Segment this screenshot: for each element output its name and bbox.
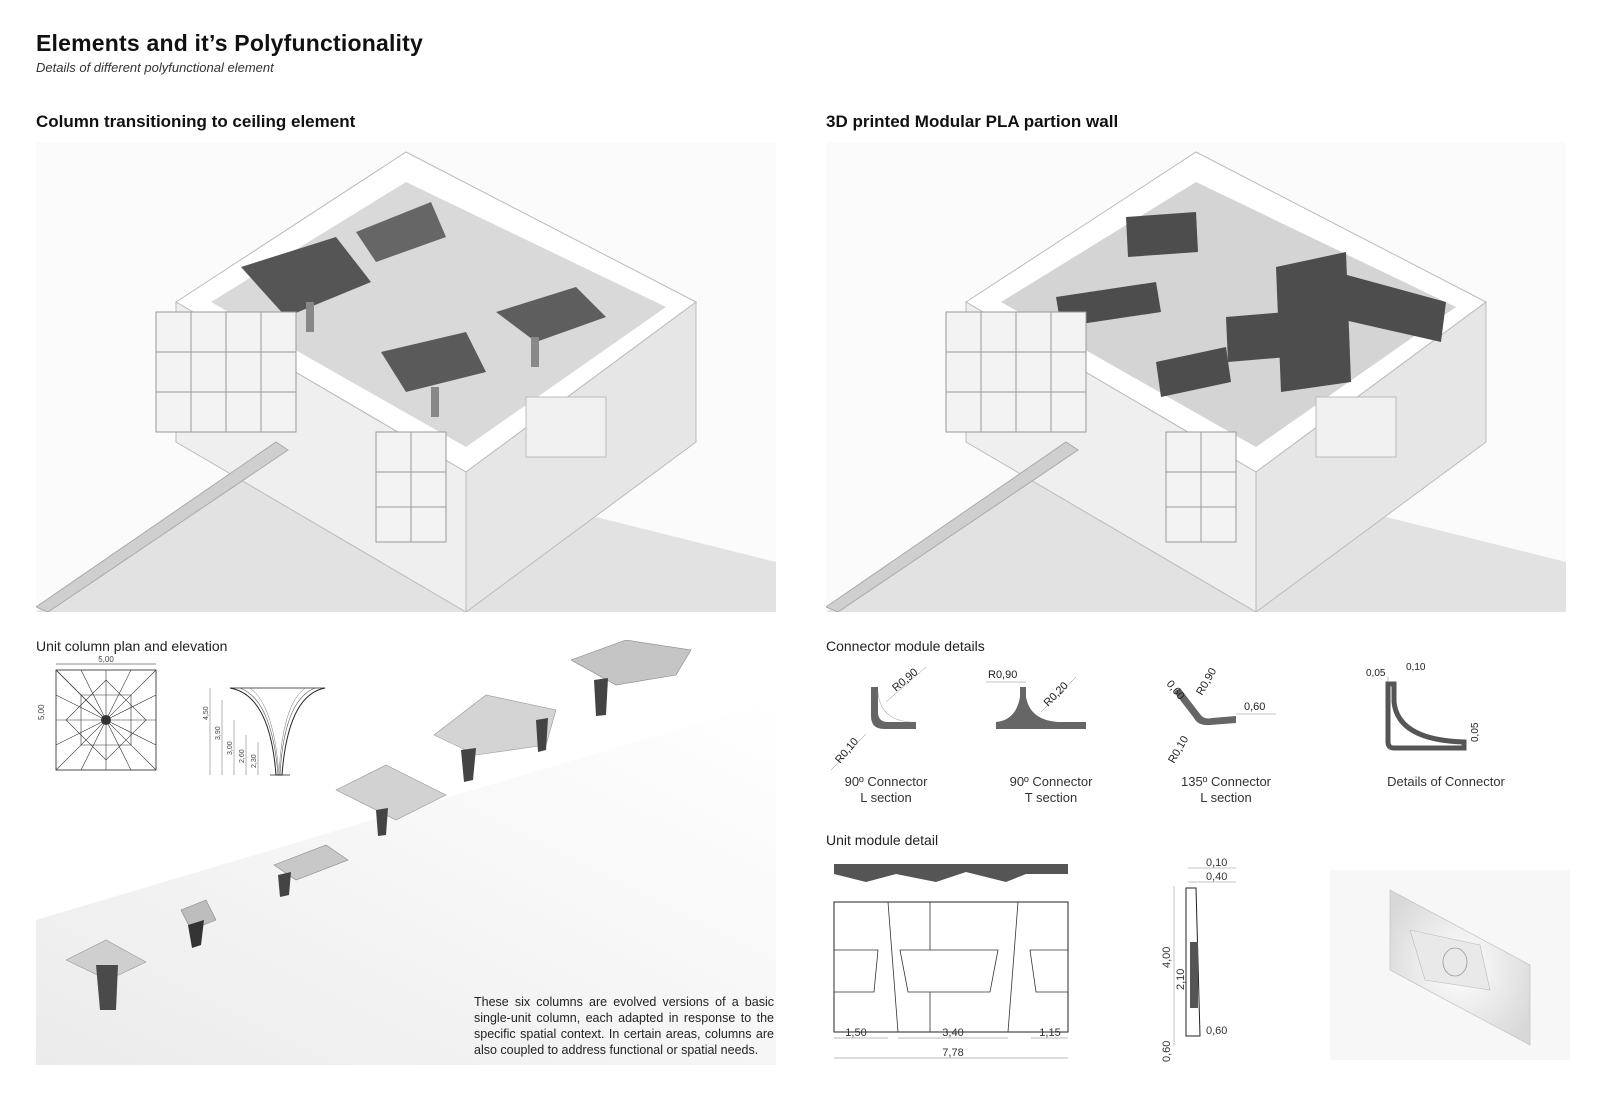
elev-dim-4: 2,60	[239, 749, 246, 763]
plan-dim-top: 5,00	[98, 656, 114, 664]
page-subtitle: Details of different polyfunctional elem…	[36, 60, 274, 75]
page-title: Elements and it’s Polyfunctionality	[36, 30, 423, 56]
elev-dim-5: 2,30	[251, 754, 258, 768]
c1-dim-2: R0,10	[833, 736, 861, 766]
c3-dim-3: 0,60	[1244, 701, 1265, 713]
unit-dim-b: 3,40	[942, 1027, 963, 1039]
column-variant-3	[273, 844, 349, 897]
connector-2-caption: 90º Connector T section	[981, 774, 1121, 806]
connector-3-caption: 135º Connector L section	[1156, 774, 1296, 806]
section-dim-mid: 2,10	[1175, 969, 1187, 990]
section-dim-base: 0,60	[1161, 1041, 1173, 1062]
connector-2-section: T section	[1024, 790, 1078, 805]
connector-2-name: 90º Connector	[1009, 774, 1093, 789]
connector-1-section: L section	[860, 790, 912, 805]
c2-dim-2: R0,20	[1042, 680, 1071, 709]
c4-dim-1: 0,05	[1366, 668, 1386, 679]
unit-module-elevation: 1,50 3,40 1,15 7,78	[826, 858, 1076, 1068]
column-plan-drawing: 5,00 5,00	[36, 655, 196, 776]
column-elevation-drawing: 4,50 3,90 3,00 2,60 2,30	[200, 680, 330, 780]
axonometric-view-partition-walls	[824, 142, 1566, 613]
section-dim-top1: 0,10	[1206, 857, 1227, 869]
connector-4-caption: Details of Connector	[1366, 774, 1526, 790]
unit-module-label: Unit module detail	[826, 832, 939, 848]
connector-3-name: 135º Connector	[1180, 774, 1272, 789]
c2-dim-1: R0,90	[988, 669, 1017, 681]
axonometric-view-ceiling-columns	[34, 142, 776, 613]
connector-90-t-drawing: R0,90 R0,20	[986, 662, 1116, 772]
evolved-columns-sequence	[36, 639, 776, 1065]
connector-3-section: L section	[1200, 790, 1252, 805]
unit-dim-total: 7,78	[942, 1047, 963, 1059]
section-dim-top2: 0,40	[1206, 871, 1227, 883]
unit-module-section: 0,10 0,40 4,00 2,10 0,60 0,60	[1146, 856, 1276, 1066]
connector-detail-drawing: 0,05 0,10 0,05	[1366, 662, 1506, 772]
unit-column-label: Unit column plan and elevation	[36, 638, 228, 654]
column-variant-1	[65, 939, 147, 1010]
connector-90-l-drawing: R0,90 R0,10	[826, 662, 946, 772]
connector-1-caption: 90º Connector L section	[816, 774, 956, 806]
section-dim-height: 4,00	[1161, 947, 1173, 968]
c4-dim-3: 0,05	[1470, 722, 1481, 742]
unit-dim-c: 1,15	[1039, 1027, 1060, 1039]
section-dim-base-w: 0,60	[1206, 1025, 1227, 1037]
c3-dim-2: R0,90	[1194, 666, 1219, 697]
plan-dim-side: 5,00	[37, 704, 46, 720]
c4-dim-2: 0,10	[1406, 662, 1426, 673]
columns-description: These six columns are evolved versions o…	[474, 995, 774, 1057]
c3-dim-4: R0,10	[1166, 734, 1191, 765]
column-variant-5	[433, 694, 557, 782]
unit-dim-a: 1,50	[845, 1027, 866, 1039]
elev-dim-3: 3,00	[227, 741, 234, 755]
elev-dim-1: 4,50	[203, 706, 210, 720]
column-variant-6	[570, 639, 692, 716]
connector-details-label: Connector module details	[826, 638, 985, 654]
c1-dim-1: R0,90	[890, 666, 920, 694]
left-section-title: Column transitioning to ceiling element	[36, 112, 356, 131]
column-variant-2	[180, 899, 217, 948]
connector-1-name: 90º Connector	[844, 774, 928, 789]
unit-module-3d-render	[1330, 870, 1570, 1060]
connector-4-name: Details of Connector	[1387, 774, 1505, 789]
elev-dim-2: 3,90	[215, 726, 222, 740]
column-variant-4	[335, 764, 447, 836]
right-section-title: 3D printed Modular PLA partion wall	[826, 112, 1119, 131]
connector-135-l-drawing: 0,60 R0,90 0,60 R0,10	[1156, 662, 1286, 772]
